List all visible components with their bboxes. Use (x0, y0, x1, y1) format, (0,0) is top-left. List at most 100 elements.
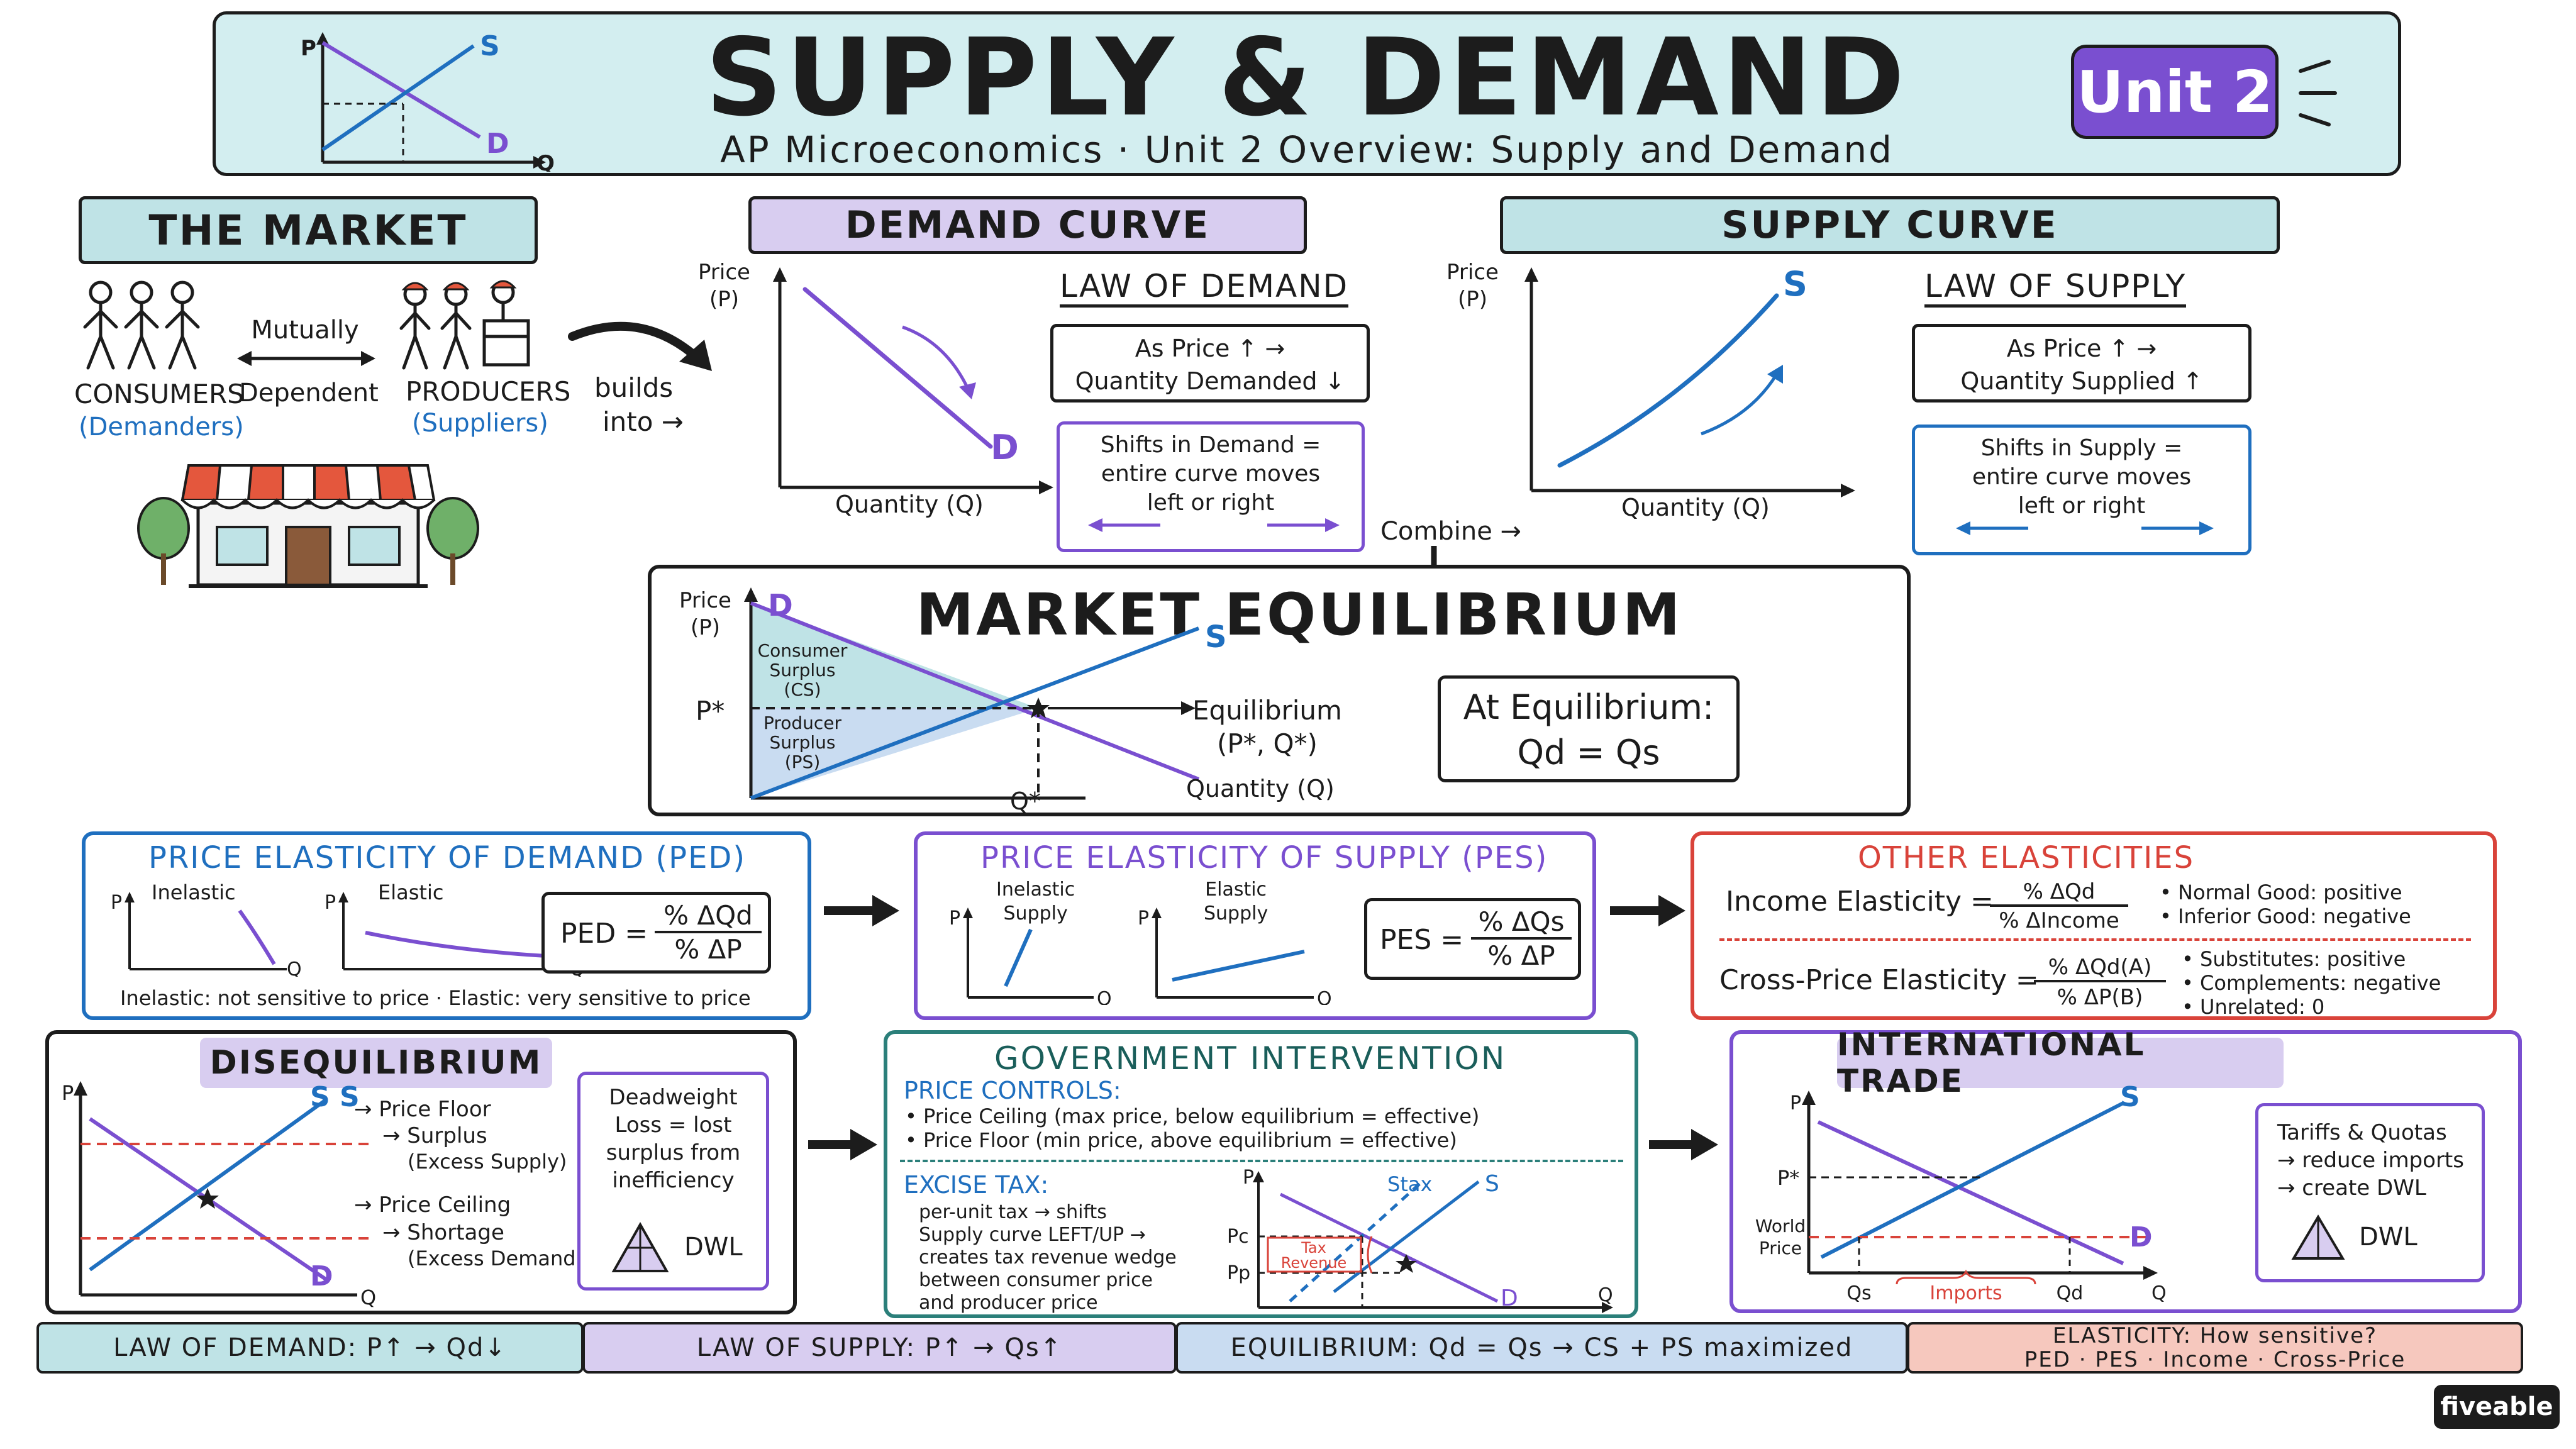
consumers-figures-icon (83, 280, 200, 370)
eq-ps-line2: Surplus (770, 732, 836, 753)
other-elasticities-divider (1719, 938, 2471, 941)
eq-p-star: P* (696, 696, 725, 726)
pes-elastic-line2: Supply (1204, 902, 1269, 924)
dwl-label: DWL (684, 1233, 743, 1262)
supply-shift-box: Shifts in Supply = entire curve moves le… (1912, 425, 2251, 555)
other-elasticities-panel: OTHER ELASTICITIES Income Elasticity = %… (1690, 831, 2497, 1020)
gov-divider (900, 1160, 1623, 1162)
international-trade-graph: P Q P* World Price S D Qs Qd Imports (1755, 1084, 2167, 1304)
trade-graph-p-star: P* (1777, 1166, 1799, 1190)
income-bullet-normal: • Normal Good: positive (2160, 880, 2402, 904)
pes-formula-box: PES = % ΔQs % ΔP (1364, 898, 1581, 980)
footer-elasticity-line1: ELASTICITY: How sensitive? (2052, 1323, 2378, 1348)
ped-inelastic-p: P (111, 892, 122, 914)
ped-inelastic-label: Inelastic (152, 880, 236, 904)
equilibrium-panel: MARKET EQUILIBRIUM Price (P) D S Consume… (648, 565, 1911, 816)
mutually-label: Mutually (251, 316, 359, 345)
footer-law-of-supply: LAW OF SUPPLY: P↑ → Qs↑ (582, 1322, 1177, 1374)
pes-inelastic-line2: Supply (1003, 902, 1068, 924)
supply-shift-line1: Shifts in Supply = (1980, 435, 2183, 461)
eq-cs-line2: Surplus (770, 660, 836, 680)
ped-footnote: Inelastic: not sensitive to price · Elas… (120, 986, 751, 1010)
gov-graph-pp: Pp (1227, 1262, 1250, 1284)
demand-curve-graph: D (773, 267, 1053, 494)
gov-graph-rev2: Revenue (1281, 1254, 1347, 1272)
tariffs-line1: Tariffs & Quotas (2277, 1120, 2447, 1145)
at-eq-line2: Qd = Qs (1517, 733, 1660, 772)
unit-badge: Unit 2 (2071, 45, 2279, 139)
income-elasticity-lhs: Income Elasticity = (1726, 886, 1994, 918)
supply-axis-price-sym: (P) (1457, 286, 1487, 312)
trade-graph-world2: Price (1759, 1238, 1802, 1258)
excess-supply-label: (Excess Supply) (408, 1150, 567, 1174)
ped-to-pes-arrow-icon (824, 895, 899, 926)
pes-formula-den: % ΔP (1487, 940, 1555, 971)
supply-axis-price: Price (P) (1446, 259, 1499, 313)
trade-graph-d: D (2129, 1221, 2153, 1253)
demand-axis-price-text: Price (698, 260, 750, 285)
demand-d-label: D (991, 428, 1019, 467)
price-controls-title: PRICE CONTROLS: (904, 1077, 1121, 1104)
international-trade-panel: INTERNATIONAL TRADE P Q P* World Price S… (1729, 1026, 2522, 1313)
market-header: THE MARKET (79, 196, 538, 264)
excise-tax-graph: P Q Pc Pp Stax S D Tax Revenue (1227, 1167, 1613, 1313)
income-elasticity-den: % ΔIncome (1999, 908, 2119, 933)
pes-elastic-line1: Elastic (1205, 879, 1267, 901)
law-of-demand-box: As Price ↑ → Quantity Demanded ↓ (1050, 324, 1370, 402)
diseq-to-gov-arrow-icon (808, 1129, 877, 1160)
excise-line3: creates tax revenue wedge (919, 1246, 1177, 1269)
demand-shift-line3: left or right (1146, 490, 1275, 516)
tariffs-line3: → create DWL (2277, 1175, 2426, 1201)
gov-graph-s: S (1485, 1171, 1499, 1197)
dependent-label: Dependent (239, 379, 379, 408)
law-of-demand-line2: Quantity Demanded ↓ (1075, 367, 1345, 395)
ped-panel: PRICE ELASTICITY OF DEMAND (PED) Inelast… (82, 831, 811, 1020)
government-intervention-panel: GOVERNMENT INTERVENTION PRICE CONTROLS: … (884, 1030, 1638, 1318)
cross-bullet-unrelated: • Unrelated: 0 (2182, 995, 2325, 1019)
page-title: SUPPLY & DEMAND (705, 16, 1909, 140)
supply-shift-line2: entire curve moves (1972, 464, 2192, 490)
eq-axis-price-text: Price (679, 588, 731, 613)
eq-ps-line1: Producer (763, 713, 842, 733)
law-of-demand-title: LAW OF DEMAND (1060, 268, 1349, 308)
supply-curve-header: SUPPLY CURVE (1500, 196, 2280, 254)
gov-graph-d: D (1501, 1285, 1518, 1311)
diseq-ss: S S (310, 1081, 360, 1113)
eq-ps-line3: (PS) (785, 752, 821, 772)
demand-shift-line1: Shifts in Demand = (1100, 432, 1321, 458)
eq-s-label: S (1205, 619, 1227, 655)
excess-demand-label: (Excess Demand) (408, 1246, 584, 1270)
gov-graph-q: Q (1598, 1284, 1613, 1306)
pes-to-other-arrow-icon (1610, 895, 1685, 926)
demand-axis-quantity: Quantity (Q) (835, 491, 984, 518)
eq-q-star: Q* (1010, 787, 1041, 815)
gov-title: GOVERNMENT INTERVENTION (994, 1040, 1507, 1077)
diseq-d: D (310, 1260, 333, 1292)
shortage-label: → Shortage (382, 1220, 504, 1245)
price-floor-label: → Price Floor (354, 1097, 491, 1122)
cross-bullet-complements: • Complements: negative (2182, 971, 2441, 995)
combine-label: Combine → (1380, 517, 1522, 546)
pes-formula-num: % ΔQs (1471, 906, 1572, 940)
footer-elasticity: ELASTICITY: How sensitive? PED · PES · I… (1907, 1322, 2523, 1374)
price-floor-bullet: • Price Floor (min price, above equilibr… (905, 1128, 1457, 1152)
dwl-line4: inefficiency (612, 1168, 735, 1193)
dwl-line2: Loss = lost (614, 1113, 732, 1138)
price-ceiling-bullet: • Price Ceiling (max price, below equili… (905, 1104, 1480, 1128)
header-banner: P Q S D SUPPLY & DEMAND AP Microeconomic… (213, 11, 2401, 176)
demand-axis-price: Price (P) (698, 259, 750, 313)
pes-elastic-q: Q (1317, 988, 1332, 1005)
eq-label-line2: (P*, Q*) (1217, 728, 1318, 759)
trade-graph-q: Q (2151, 1282, 2167, 1304)
dwl-line3: surplus from (606, 1140, 741, 1165)
cross-price-den: % ΔP(B) (2057, 985, 2143, 1010)
eq-cs-line3: (CS) (784, 679, 821, 700)
ped-title: PRICE ELASTICITY OF DEMAND (PED) (148, 840, 747, 875)
law-of-supply-line1: As Price ↑ → (2006, 335, 2157, 362)
into-label: into → (602, 406, 684, 437)
logo-s-label: S (480, 30, 500, 62)
pes-elastic-label: Elastic Supply (1204, 878, 1268, 925)
law-of-supply-line2: Quantity Supplied ↑ (1960, 367, 2203, 395)
tariffs-line2: → reduce imports (2277, 1148, 2464, 1173)
